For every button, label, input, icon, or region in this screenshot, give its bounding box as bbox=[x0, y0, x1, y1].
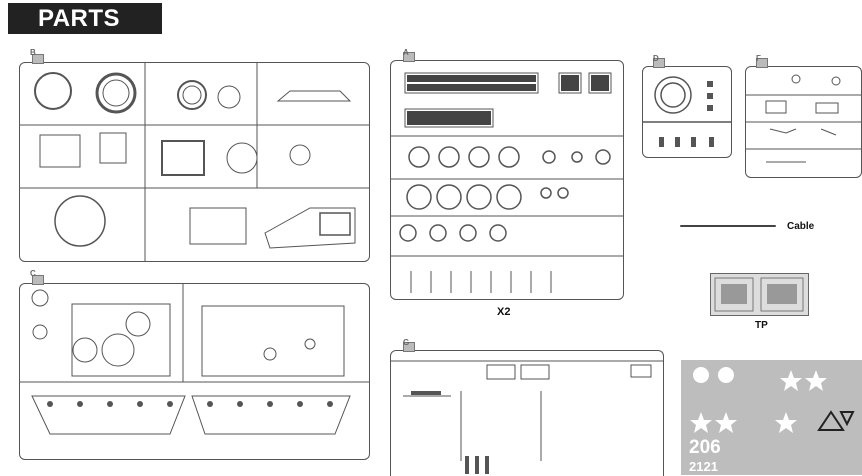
sprue-a-tag bbox=[403, 52, 415, 62]
decal-big-number: 206 bbox=[689, 437, 721, 458]
sprue-a-drawing bbox=[391, 72, 623, 293]
cable-illustration bbox=[680, 225, 776, 227]
cable-label: Cable bbox=[787, 221, 815, 232]
sprue-g-drawing bbox=[391, 360, 663, 474]
sprue-f-tag bbox=[756, 58, 768, 68]
sprue-b-drawing bbox=[20, 63, 369, 261]
decal-small-number: 2121 bbox=[689, 459, 718, 474]
sprue-d-letter: D bbox=[653, 54, 659, 63]
sprue-f-drawing bbox=[746, 74, 861, 163]
sprue-a-letter: A bbox=[403, 48, 409, 57]
sprue-d-tag bbox=[653, 58, 665, 68]
sprue-g-tag bbox=[403, 342, 415, 352]
sprue-c-tag bbox=[32, 275, 44, 285]
sprue-b-tag bbox=[32, 54, 44, 64]
sprue-f bbox=[745, 58, 862, 178]
sprue-c-letter: C bbox=[30, 269, 36, 278]
tp-photo-etch-plate bbox=[710, 273, 809, 316]
sprue-c bbox=[19, 275, 370, 460]
sprue-a-quantity: X2 bbox=[497, 306, 511, 318]
sprue-f-letter: F bbox=[756, 54, 761, 63]
sprue-b bbox=[19, 54, 370, 262]
parts-header: PARTS bbox=[8, 3, 162, 34]
sprue-d bbox=[642, 58, 732, 158]
decal-sheet: 206 2121 bbox=[681, 360, 862, 475]
sprue-g bbox=[390, 342, 664, 476]
sprue-g-letter: G bbox=[403, 338, 410, 347]
sprue-b-letter: B bbox=[30, 48, 36, 57]
sprue-c-drawing bbox=[20, 284, 369, 435]
sprue-a bbox=[390, 52, 624, 300]
parts-title: PARTS bbox=[38, 5, 121, 32]
tp-label: TP bbox=[755, 320, 768, 331]
sprue-d-drawing bbox=[643, 76, 731, 147]
